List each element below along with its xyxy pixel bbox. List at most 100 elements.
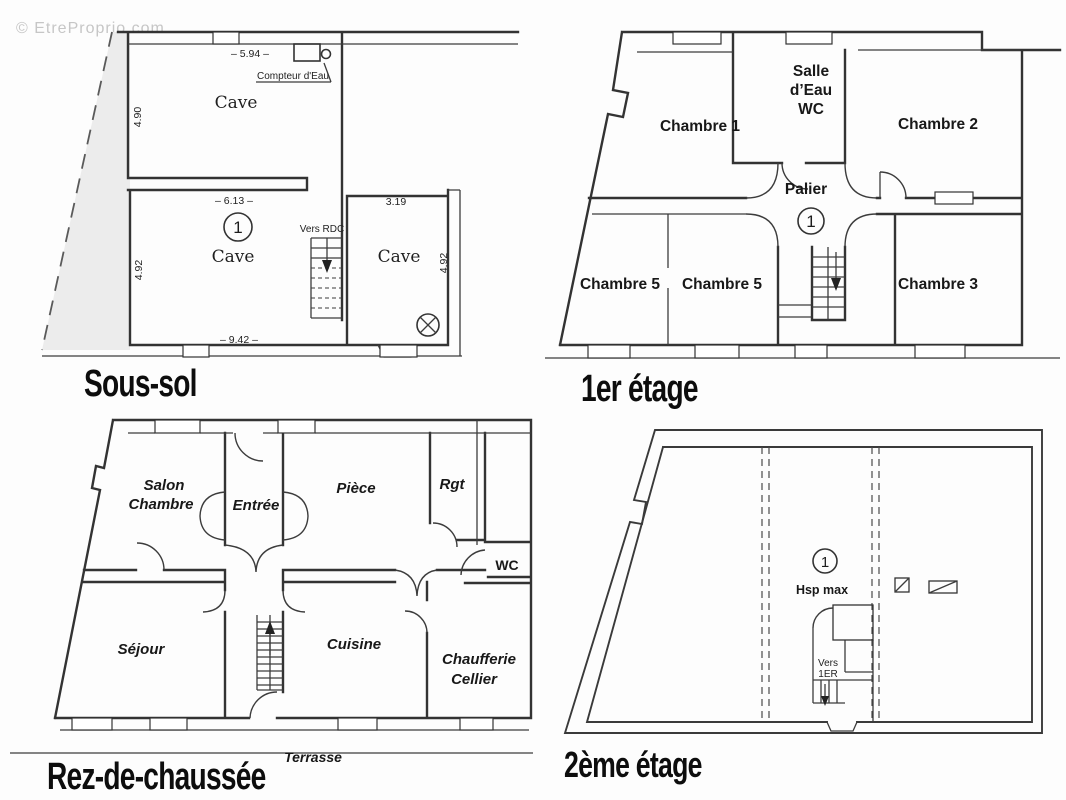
outer-wall — [563, 429, 1043, 734]
caption-text: Sous-sol — [84, 363, 197, 405]
room-label-cave-right: Cave — [378, 247, 421, 267]
arrow-head — [265, 621, 275, 634]
room-label-salle-eau-2: d’Eau — [790, 82, 832, 99]
window-symbol — [672, 31, 722, 45]
stair-arrow-up — [265, 621, 275, 655]
door-step — [826, 721, 858, 732]
unit-number: 1 — [821, 554, 829, 571]
circled-unit-badge: 1 — [797, 207, 825, 235]
roof-window-symbols — [894, 577, 958, 594]
inner-wall — [585, 445, 1033, 723]
sous-sol-labels: – 5.94 – Compteur d'Eau Cave 4.90 – 6.13… — [132, 48, 450, 346]
room-label-chaufferie-2: Cellier — [451, 671, 498, 688]
stair-arrow-down — [821, 684, 829, 706]
premier-etage-walls — [545, 30, 1062, 359]
room-label-chambre-2: Chambre 2 — [898, 116, 978, 133]
window-symbol — [212, 31, 240, 45]
icon-cross — [419, 316, 437, 334]
crossed-circle-icon — [416, 313, 440, 337]
vers-rdc-label: Vers RDC — [300, 224, 344, 235]
wall — [558, 30, 1062, 347]
rdc-walls — [10, 418, 533, 754]
icon-circle — [416, 313, 440, 337]
window-symbol — [694, 344, 740, 359]
window-symbol — [149, 717, 188, 731]
unit-number: 1 — [806, 212, 815, 231]
badge-circle — [797, 207, 825, 235]
ceiling-height-label: Hsp max — [796, 583, 848, 597]
room-label-cave-top: Cave — [215, 93, 258, 113]
room-label-chambre-3: Chambre 3 — [898, 276, 978, 293]
parcel-shading — [42, 32, 130, 350]
arrow-head — [821, 696, 829, 706]
room-label-palier: Palier — [785, 181, 827, 198]
room-label-chaufferie-1: Chaufferie — [442, 651, 516, 668]
deuxieme-etage-labels: Hsp max Vers 1ER — [796, 583, 848, 680]
room-label-salon-1: Salon — [144, 477, 185, 494]
dim-height-top: 4.90 — [132, 107, 144, 128]
sous-sol-walls — [116, 30, 520, 358]
roof-window-diagonal — [928, 580, 958, 594]
circled-unit-badge: 1 — [812, 548, 838, 574]
room-label-chambre-1: Chambre 1 — [660, 118, 740, 135]
room-label-wc: WC — [495, 557, 518, 573]
door-arc — [812, 607, 834, 629]
caption-premier-etage: 1er étage — [581, 368, 699, 410]
caption-deuxieme-etage: 2ème étage — [564, 744, 703, 785]
room-label-entree: Entrée — [233, 497, 280, 514]
vers-1er-label-1: Vers — [818, 658, 838, 669]
meter-box — [293, 43, 321, 62]
room-label-cave-left: Cave — [212, 247, 255, 267]
window-symbol — [934, 191, 974, 205]
watermark-text: © EtreProprio.com — [16, 20, 165, 37]
terrasse-label: Terrasse — [284, 749, 342, 765]
room-label-cuisine: Cuisine — [327, 636, 381, 653]
stair-landing-box — [832, 604, 874, 641]
window-symbol — [277, 419, 316, 434]
floorplan-rez-de-chaussee: Salon Chambre Entrée Pièce Rgt WC Séjour… — [10, 418, 533, 798]
parcel-boundary-dashed — [41, 31, 113, 351]
caption-text: Rez-de-chaussée — [47, 756, 266, 798]
floorplan-sous-sol: 1 – 5.94 – Compteur d'Eau Cave 4.90 – 6.… — [41, 30, 520, 405]
dim-height-left: 4.92 — [133, 260, 145, 281]
room-label-salle-eau-3: WC — [798, 101, 824, 118]
caption-text: 2ème étage — [564, 744, 702, 785]
water-meter-label: Compteur d'Eau — [257, 71, 329, 82]
attic-height-dashed-lines — [761, 447, 880, 722]
premier-etage-labels: Chambre 1 Salle d’Eau WC Chambre 2 Palie… — [580, 63, 978, 293]
dim-width-top: – 5.94 – — [231, 48, 269, 60]
window-symbol — [154, 419, 201, 434]
window-symbol — [587, 344, 631, 359]
badge-circle — [812, 548, 838, 574]
window-symbol — [794, 344, 828, 359]
dim-height-right: 4.92 — [438, 253, 450, 274]
floorplan-premier-etage: 1 Chambre 1 Salle d’Eau WC Chambre 2 Pal… — [545, 30, 1062, 410]
arrow-head — [831, 278, 841, 291]
window-symbol — [785, 31, 833, 45]
vers-1er-label-2: 1ER — [818, 669, 837, 680]
room-label-chambre-5a: Chambre 5 — [580, 276, 660, 293]
room-label-rgt: Rgt — [440, 476, 466, 493]
dim-width-mid: – 6.13 – — [215, 195, 253, 207]
window-symbol — [459, 717, 494, 731]
stair-arrow-down — [322, 238, 332, 273]
roof-window-icon — [894, 577, 910, 593]
roof-window-diagonal — [894, 577, 910, 593]
roof-window-icon — [928, 580, 958, 594]
room-label-chambre-5b: Chambre 5 — [682, 276, 762, 293]
rdc-labels: Salon Chambre Entrée Pièce Rgt WC Séjour… — [118, 476, 519, 765]
caption-sous-sol: Sous-sol — [84, 363, 197, 405]
stair-walls — [812, 628, 874, 722]
unit-number: 1 — [233, 218, 242, 237]
wall — [116, 30, 520, 347]
caption-text: 1er étage — [581, 368, 698, 410]
circled-unit-badge: 1 — [223, 212, 253, 242]
floorplan-deuxieme-etage: 1 Hsp max Vers 1ER 2ème étage — [563, 429, 1043, 785]
stair-treads-dashed — [311, 267, 342, 309]
window-symbol — [71, 717, 113, 731]
door-arcs — [745, 162, 907, 248]
stair-arrow-down — [831, 252, 841, 291]
dim-width-bottom: – 9.42 – — [220, 334, 258, 346]
